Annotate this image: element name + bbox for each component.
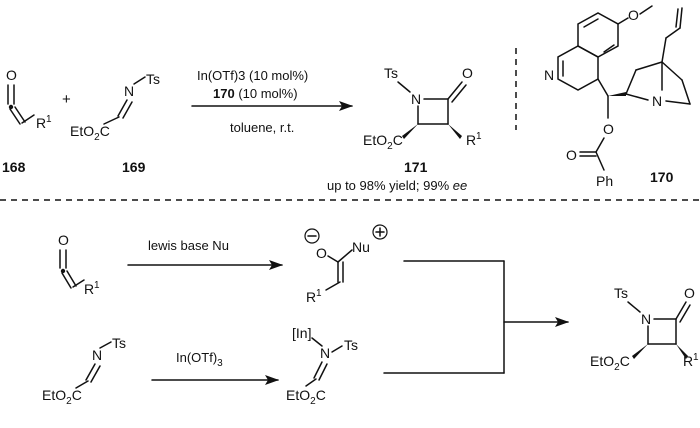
svg-text:1: 1 [316,288,322,299]
svg-text:O: O [684,285,695,301]
svg-text:Ts: Ts [614,285,628,301]
compound-number-168: 168 [2,159,26,175]
carbonyl-O: O [566,147,577,163]
ester-O: O [603,121,614,137]
imine-169: Ts N EtO2C 169 [70,71,160,175]
methoxy-O: O [628,7,639,23]
merge-bracket [383,260,569,374]
compound-number-171: 171 [404,159,428,175]
minus-charge [304,228,320,244]
lewis-base-label: lewis base Nu [148,238,229,253]
product-N: N [411,91,421,107]
svg-text:R: R [84,281,94,297]
svg-text:N: N [92,347,102,363]
product-R: R [466,132,476,148]
ketene-bottom: O R 1 [58,232,100,297]
quinuclidine-N: N [652,93,662,109]
lewis-acid-label: In(OTf)3 [176,350,223,369]
beta-lactam-product-bottom: Ts N O EtO2C R 1 [590,285,699,373]
svg-text:EtO2C: EtO2C [590,353,630,373]
svg-text:R: R [683,353,693,369]
arrow-nucleophile: lewis base Nu [127,238,283,270]
svg-text:EtO2C: EtO2C [286,387,326,407]
imine-N: N [124,83,134,99]
svg-text:R: R [306,289,316,305]
top-reaction-arrow: In(OTf)3 (10 mol%) 170 (10 mol%) toluene… [191,68,353,135]
activated-imine: [In] N Ts EtO2C [286,325,358,407]
svg-text:EtO2C: EtO2C [42,387,82,407]
imine-ester: EtO2C [70,123,110,143]
svg-text:1: 1 [94,280,100,291]
quinoline-pyridine-ring [557,45,599,91]
zwitterion-enolate: O Nu R 1 [304,224,388,305]
condition-solvent: toluene, r.t. [230,120,294,135]
svg-text:O: O [58,232,69,248]
yield-ee-text: up to 98% yield; 99% ee [327,178,467,193]
svg-text:O: O [316,245,327,261]
compound-number-170: 170 [650,169,674,185]
phenyl-Ph: Ph [596,173,613,189]
beta-lactam-171: Ts N O EtO2C R 1 171 [363,65,482,175]
svg-text:[In]: [In] [292,325,311,341]
plus-charge [372,224,388,240]
compound-number-169: 169 [122,159,146,175]
svg-text:1: 1 [46,114,52,125]
stereo-wedge [402,124,418,139]
svg-text:1: 1 [476,131,482,142]
svg-text:Nu: Nu [352,239,370,255]
ketene-oxygen: O [6,67,17,83]
svg-text:N: N [320,345,330,361]
ketene-168: O R 1 168 [2,67,52,175]
product-ester: EtO2C [363,132,403,152]
svg-text:Ts: Ts [344,337,358,353]
condition-ligand-line: 170 (10 mol%) [213,86,298,101]
ketene-R: R [36,115,46,131]
ketene-carbon-dot [8,104,14,110]
svg-text:N: N [641,311,651,327]
quinoline-N: N [544,67,554,83]
arrow-lewis-acid: In(OTf)3 [151,350,279,385]
catalyst-170: N O N O O Ph 170 [544,5,691,189]
imine-Ts: Ts [146,71,160,87]
condition-catalyst-line: In(OTf)3 (10 mol%) [197,68,308,83]
svg-text:Ts: Ts [112,335,126,351]
imine-bottom: Ts N EtO2C [42,335,126,407]
svg-text:1: 1 [693,352,699,363]
product-Ts: Ts [384,65,398,81]
product-carbonyl-O: O [462,65,473,81]
plus-sign: + [62,91,71,108]
